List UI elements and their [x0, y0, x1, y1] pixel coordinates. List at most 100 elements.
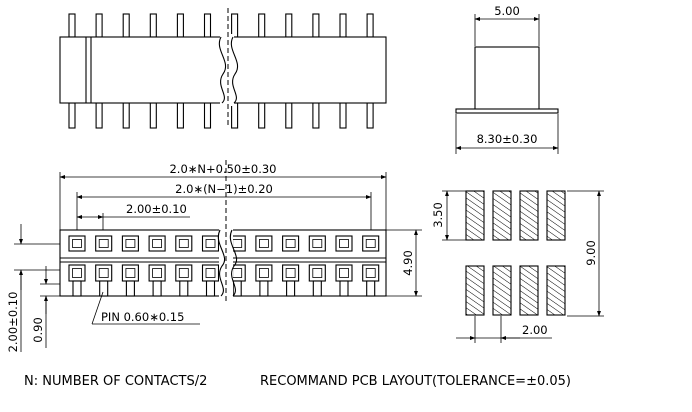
top-view-pin — [366, 102, 374, 129]
top-view-pin — [366, 13, 374, 38]
front-view: 2.0∗N+0.50±0.30 2.0∗(N−1)±0.20 2.00±0.10… — [6, 160, 422, 352]
top-view-pin — [176, 102, 184, 129]
front-view-lower-contacts — [68, 264, 380, 297]
contact-lead — [259, 280, 269, 297]
top-view-pin — [68, 13, 76, 38]
top-view-pin — [122, 102, 130, 129]
top-view-pins-lower — [68, 102, 374, 129]
side-view-width-label: 5.00 — [494, 4, 520, 18]
contact-lead — [366, 280, 376, 297]
top-view-pin — [285, 13, 293, 38]
contact-cavity — [121, 264, 139, 282]
contact-cavity — [335, 264, 353, 282]
contact-cavity — [175, 264, 193, 282]
contact-lead — [205, 280, 216, 297]
contact-lead — [312, 280, 322, 297]
top-view-pin — [312, 102, 320, 129]
left-offset-label: 0.90 — [31, 317, 45, 343]
contact-cavity-inner — [98, 268, 109, 278]
pitch-label: 2.00±0.10 — [126, 202, 187, 216]
contact-cavity-inner — [205, 268, 216, 278]
contact-cavity-inner — [178, 268, 189, 278]
pcb-layout-note: RECOMMAND PCB LAYOUT(TOLERANCE=±0.05) — [260, 374, 571, 389]
contact-cavity-inner — [365, 268, 376, 278]
contact-cavity-inner — [152, 268, 163, 278]
contact-cavity-inner — [285, 268, 296, 278]
contact-cavity-inner — [98, 239, 109, 248]
pcb-layout: 3.50 9.00 2.00 — [431, 190, 604, 343]
contact-lead — [99, 280, 109, 297]
contact-cavity-inner — [72, 239, 82, 248]
contact-cavity — [201, 264, 220, 282]
top-view-pin — [95, 102, 103, 129]
pcb-pad — [546, 265, 566, 316]
pcb-pad — [465, 265, 485, 316]
pin-label: PIN 0.60∗0.15 — [101, 310, 184, 324]
pcb-pads — [465, 190, 566, 316]
contact-lead — [152, 280, 162, 297]
contact-cavity — [148, 235, 166, 252]
top-view-pin — [339, 13, 347, 38]
top-view-pin — [176, 13, 184, 38]
top-view-pin — [231, 13, 239, 38]
contact-lead — [232, 280, 242, 297]
contact-lead — [339, 280, 349, 297]
pcb-row-height-label: 3.50 — [431, 202, 445, 228]
contact-lead — [72, 280, 82, 297]
pcb-pad — [492, 265, 512, 316]
top-view-pin — [258, 13, 266, 38]
contact-cavity-inner — [152, 239, 163, 248]
pcb-pad — [519, 265, 539, 316]
top-view-pins-upper — [68, 13, 374, 38]
pcb-pitch-label: 2.00 — [522, 323, 548, 337]
contact-cavity — [175, 235, 193, 252]
contact-cavity-inner — [72, 268, 82, 278]
contact-cavity — [308, 264, 326, 282]
contact-cavity-inner — [312, 239, 323, 248]
contact-cavity-inner — [339, 239, 349, 248]
top-view-pin — [339, 102, 347, 129]
contact-cavity-inner — [258, 268, 269, 278]
side-view: 5.00 8.30±0.30 — [455, 4, 559, 154]
pcb-pad — [465, 190, 485, 241]
top-view-pin — [68, 102, 76, 129]
top-view-pin — [231, 102, 239, 129]
top-view-pin — [149, 13, 157, 38]
contact-cavity — [95, 264, 113, 282]
contact-cavity — [255, 264, 273, 282]
side-view-body — [474, 46, 540, 112]
pcb-pad — [492, 190, 512, 241]
contact-cavity-inner — [178, 239, 189, 248]
contact-cavity — [121, 235, 139, 252]
contact-cavity-inner — [339, 268, 349, 278]
contact-cavity-inner — [312, 268, 323, 278]
contact-cavity-inner — [125, 268, 136, 278]
top-view-pin — [312, 13, 320, 38]
contact-cavity-inner — [258, 239, 269, 248]
contact-cavity — [308, 235, 326, 252]
top-view-pin — [149, 102, 157, 129]
top-view-pin — [122, 13, 130, 38]
pcb-pad — [519, 190, 539, 241]
contact-cavity — [148, 264, 166, 282]
contact-cavity — [68, 264, 86, 282]
contact-lead — [179, 280, 189, 297]
contact-cavity — [282, 235, 300, 252]
top-view-pin — [258, 102, 266, 129]
pcb-overall-height-label: 9.00 — [584, 240, 598, 266]
contact-cavity-inner — [125, 239, 136, 248]
contact-cavity — [362, 235, 380, 252]
contact-cavity — [335, 235, 353, 252]
contact-cavity — [201, 235, 220, 252]
contact-cavity — [255, 235, 273, 252]
top-view-pin — [203, 102, 212, 129]
front-view-upper-contacts — [68, 235, 380, 252]
overall-length-label: 2.0∗N+0.50±0.30 — [169, 162, 276, 176]
contact-cavity — [95, 235, 113, 252]
contact-cavity-inner — [205, 239, 216, 248]
pitch-span-label: 2.0∗(N−1)±0.20 — [175, 182, 273, 196]
contact-lead — [286, 280, 296, 297]
contact-cavity-inner — [285, 239, 296, 248]
top-view — [59, 8, 387, 129]
